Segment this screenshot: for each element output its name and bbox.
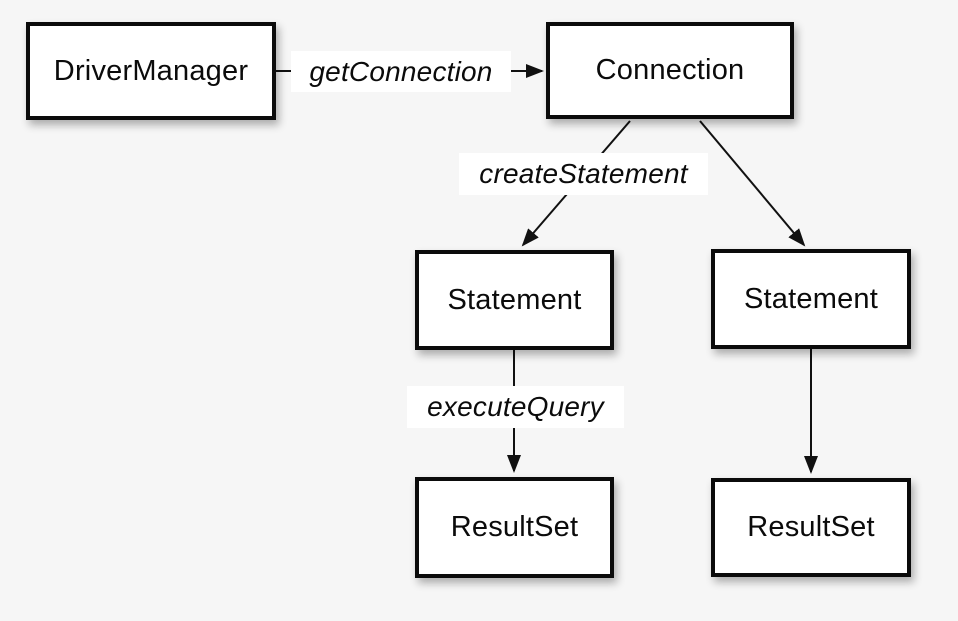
node-statement-right: Statement — [711, 249, 911, 349]
node-resultset-right: ResultSet — [711, 478, 911, 577]
node-connection-label: Connection — [595, 54, 745, 86]
node-drivermanager-label: DriverManager — [53, 54, 249, 87]
node-drivermanager: DriverManager — [26, 22, 276, 120]
edge-label-createstatement-text: createStatement — [479, 158, 688, 189]
node-resultset-left: ResultSet — [415, 477, 614, 578]
edge-label-executequery-text: executeQuery — [427, 391, 604, 422]
node-connection: Connection — [546, 22, 794, 119]
node-resultset-left-label: ResultSet — [450, 511, 579, 543]
node-statement-left-label: Statement — [447, 283, 582, 316]
edge-label-getconnection: getConnection — [291, 51, 511, 92]
edge-label-createstatement: createStatement — [459, 153, 708, 195]
node-statement-left: Statement — [415, 250, 614, 350]
edge-label-executequery: executeQuery — [407, 386, 624, 428]
node-statement-right-label: Statement — [744, 282, 878, 315]
edge-label-getconnection-text: getConnection — [309, 55, 493, 87]
node-resultset-right-label: ResultSet — [747, 511, 875, 543]
edge-connection-to-right-statement-arrow — [699, 120, 806, 247]
